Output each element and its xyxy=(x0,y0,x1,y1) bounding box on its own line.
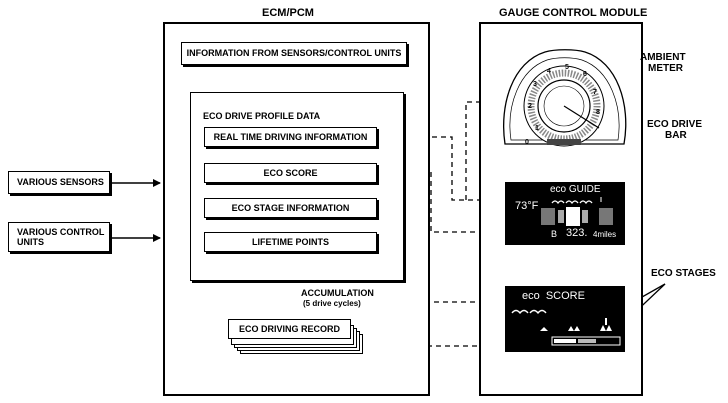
lifetime-points-label: LIFETIME POINTS xyxy=(251,236,329,247)
ambient-meter-label-2: METER xyxy=(648,63,683,74)
eco-stages-graphic xyxy=(511,309,621,346)
various-control-units-label-1: VARIOUS CONTROL xyxy=(17,227,105,237)
eco-driving-record-box: ECO DRIVING RECORD xyxy=(228,319,351,339)
ambient-meter-graphic: 1 2 3 4 5 6 7 8 0 xyxy=(503,49,627,147)
eco-stage-info-label: ECO STAGE INFORMATION xyxy=(231,202,350,213)
eco-score-box: ECO SCORE xyxy=(204,163,377,183)
ecm-title: ECM/PCM xyxy=(262,7,314,19)
svg-text:7: 7 xyxy=(593,89,597,96)
svg-text:5: 5 xyxy=(565,64,569,71)
realtime-info-box: REAL TIME DRIVING INFORMATION xyxy=(204,127,377,147)
eco-guide-screen: eco GUIDE 73°F B 323. 4miles xyxy=(505,182,625,245)
eco-drive-bar-graphic xyxy=(541,197,613,226)
eco-stages-label: ECO STAGES xyxy=(651,268,716,279)
info-box: INFORMATION FROM SENSORS/CONTROL UNITS xyxy=(181,42,407,65)
various-control-units-label-2: UNITS xyxy=(17,237,44,247)
svg-text:8: 8 xyxy=(596,109,600,116)
gauge-title: GAUGE CONTROL MODULE xyxy=(499,7,648,19)
eco-drive-profile-box: ECO DRIVE PROFILE DATA xyxy=(190,92,404,281)
ecoscore-to-guide-line xyxy=(378,170,495,236)
svg-text:0: 0 xyxy=(525,139,529,146)
eco-drive-bar-label-1: ECO DRIVE xyxy=(647,119,703,130)
eco-score-screen: eco SCORE xyxy=(505,286,625,352)
various-control-units-box: VARIOUS CONTROL UNITS xyxy=(8,222,110,252)
svg-text:2: 2 xyxy=(528,103,532,110)
profile-title: ECO DRIVE PROFILE DATA xyxy=(203,111,321,121)
various-sensors-label: VARIOUS SENSORS xyxy=(17,177,104,187)
eco-driving-record-label: ECO DRIVING RECORD xyxy=(238,323,340,334)
temperature-readout: 73°F xyxy=(515,200,539,212)
eco-guide-title: eco GUIDE xyxy=(550,184,601,195)
svg-text:6: 6 xyxy=(583,71,587,78)
accumulation-label: ACCUMULATION xyxy=(301,288,374,298)
eco-stage-info-box: ECO STAGE INFORMATION xyxy=(204,198,377,218)
realtime-info-label: REAL TIME DRIVING INFORMATION xyxy=(213,131,368,142)
gear-indicator: B xyxy=(551,229,558,239)
eco-score-label: ECO SCORE xyxy=(263,167,318,178)
svg-text:4: 4 xyxy=(547,68,551,75)
distance-readout: 323. xyxy=(566,227,588,239)
ambient-meter-label-1: AMBIENT xyxy=(640,52,686,63)
eco-drive-bar-label-2: BAR xyxy=(665,130,687,141)
lifetime-points-box: LIFETIME POINTS xyxy=(204,232,377,252)
svg-text:1: 1 xyxy=(535,125,539,132)
drive-cycles-label: (5 drive cycles) xyxy=(303,299,361,308)
distance-decimal: 4miles xyxy=(593,230,617,239)
various-sensors-box: VARIOUS SENSORS xyxy=(8,171,110,194)
svg-text:3: 3 xyxy=(533,81,537,88)
eco-score-title: eco SCORE xyxy=(522,290,585,302)
info-box-label: INFORMATION FROM SENSORS/CONTROL UNITS xyxy=(186,48,402,58)
